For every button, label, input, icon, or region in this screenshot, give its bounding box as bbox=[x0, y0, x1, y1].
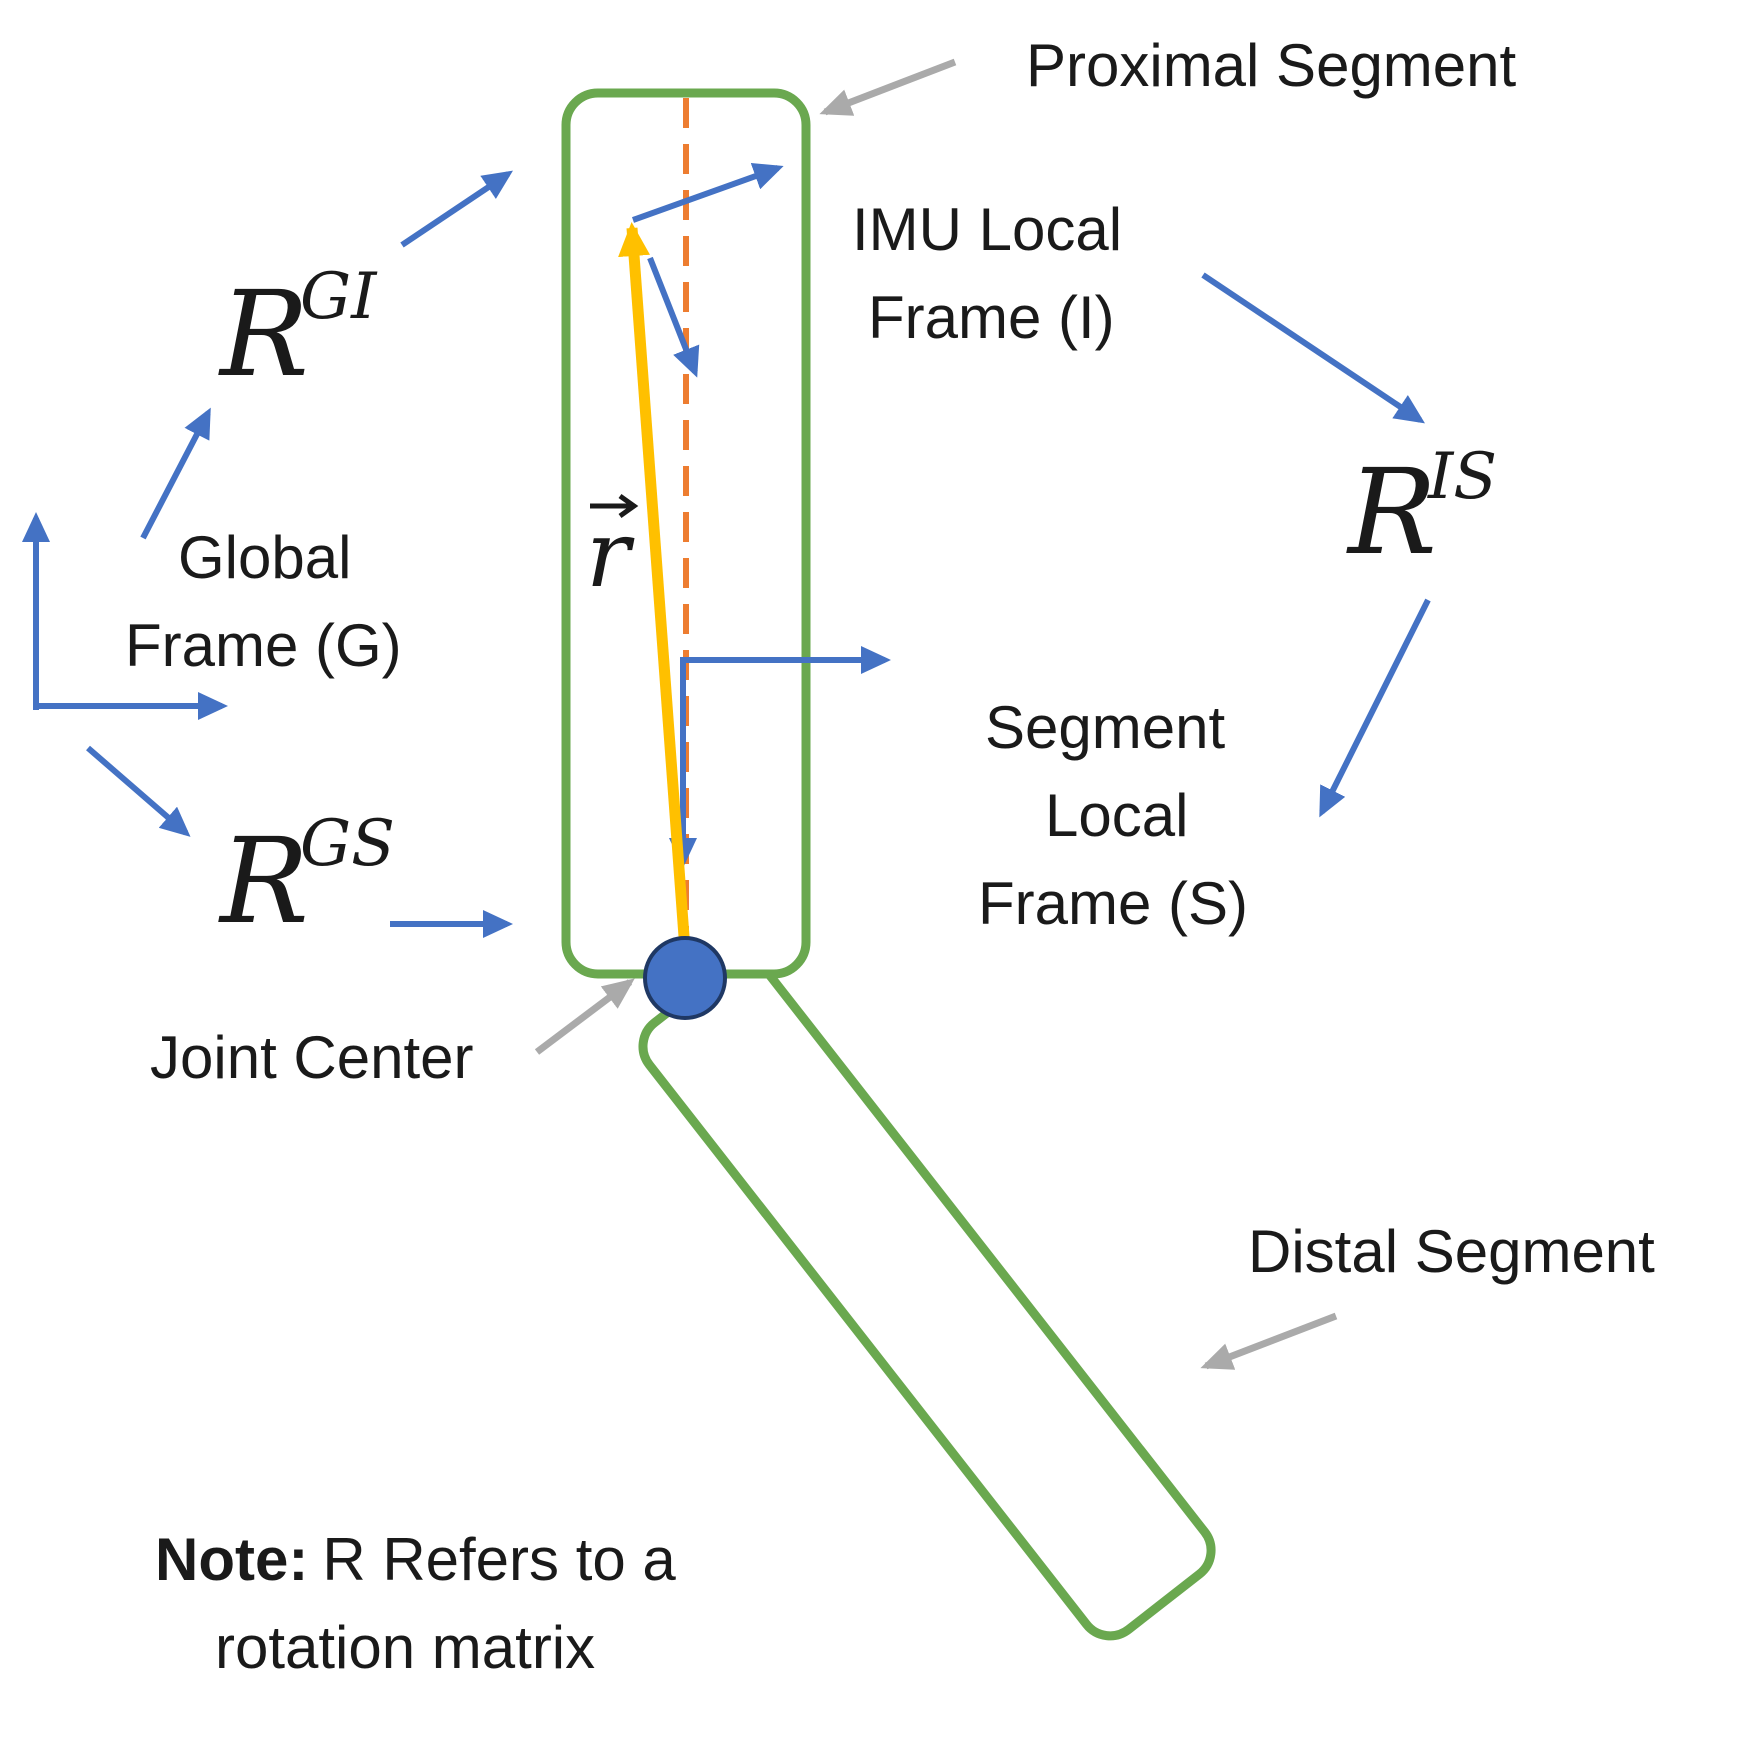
proximal-segment-label: Proximal Segment bbox=[1026, 32, 1517, 99]
segment-frame-label-line1: Segment bbox=[985, 694, 1225, 761]
rotation-is-base: R bbox=[1346, 443, 1437, 581]
distal-pointer-arrow bbox=[1200, 1312, 1338, 1370]
proximal-pointer-arrow bbox=[819, 58, 957, 116]
distal-segment-outline bbox=[638, 956, 1216, 1641]
imu-y-axis-arrow bbox=[647, 256, 700, 378]
segment-frame-label-line3: Frame (S) bbox=[978, 870, 1248, 937]
rotation-is-superscript: IS bbox=[1427, 440, 1497, 514]
segment-frame-label-line2: Local bbox=[1045, 782, 1188, 849]
note-text-1: R Refers to a bbox=[322, 1526, 676, 1593]
global-frame-label-line2: Frame (G) bbox=[125, 612, 402, 679]
global-to-rgi-arrow bbox=[140, 407, 211, 540]
rotation-gs-superscript: GS bbox=[300, 807, 395, 881]
note-bold: Note: bbox=[155, 1526, 308, 1593]
imu-to-ris-arrow bbox=[1201, 272, 1425, 424]
joint-center-label: Joint Center bbox=[150, 1024, 474, 1091]
global-to-rgs-arrow bbox=[86, 745, 191, 837]
imu-frame-label-line1: IMU Local bbox=[852, 196, 1122, 263]
rotation-gi-base: R bbox=[218, 265, 309, 403]
position-vector-r-arrow bbox=[618, 222, 691, 951]
distal-segment-label: Distal Segment bbox=[1248, 1218, 1655, 1285]
imu-frame-label-line2: Frame (I) bbox=[868, 284, 1115, 351]
ris-to-segment-arrow bbox=[1319, 598, 1431, 818]
joint-pointer-arrow bbox=[534, 978, 635, 1055]
global-frame-label-line1: Global bbox=[178, 524, 351, 591]
rgi-to-imu-arrow bbox=[400, 170, 513, 248]
rotation-gi-superscript: GI bbox=[300, 260, 378, 334]
vector-r-overarrow bbox=[590, 493, 639, 519]
note-line1: Note:R Refers to a bbox=[155, 1526, 676, 1593]
joint-center-dot bbox=[643, 936, 727, 1020]
rotation-gs-base: R bbox=[218, 812, 309, 950]
vector-r-letter: r bbox=[586, 501, 635, 608]
note-line2: rotation matrix bbox=[215, 1614, 595, 1681]
imu-x-axis-arrow bbox=[631, 162, 784, 223]
